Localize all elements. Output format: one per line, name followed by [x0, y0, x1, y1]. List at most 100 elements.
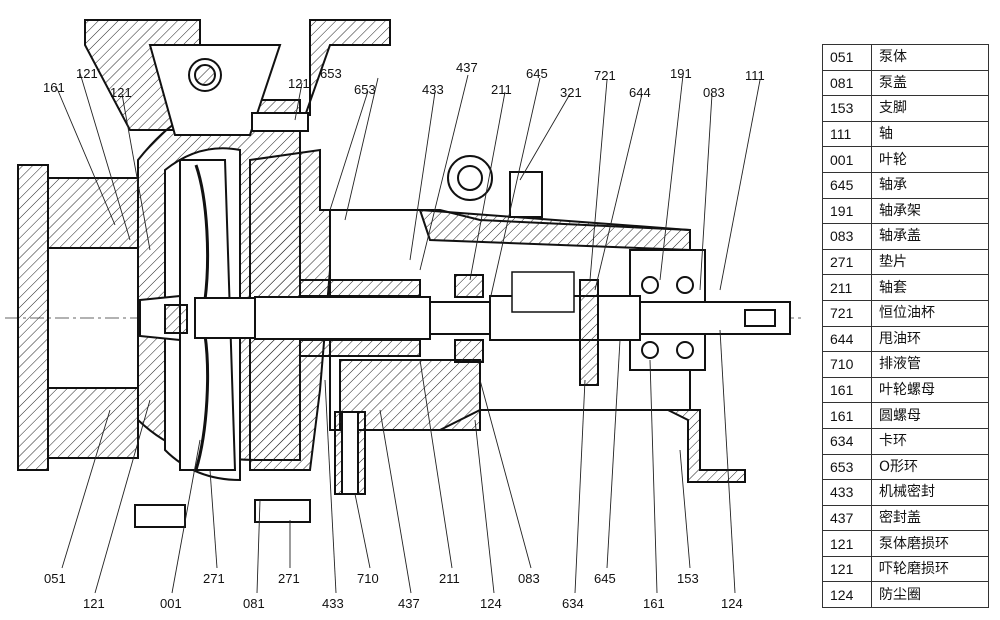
callout-121-top-b: 121	[110, 85, 132, 100]
part-name: 轴承架	[871, 197, 989, 225]
callout-634-bottom: 634	[562, 596, 584, 611]
part-code: 191	[822, 197, 872, 225]
part-code: 634	[822, 427, 872, 455]
callout-083-bottom: 083	[518, 571, 540, 586]
callout-644-top: 644	[629, 85, 651, 100]
callout-124-bottom-b: 124	[721, 596, 743, 611]
callout-051-bottom: 051	[44, 571, 66, 586]
part-code: 121	[822, 530, 872, 557]
part-name: 机械密封	[871, 479, 989, 506]
part-code: 653	[822, 453, 872, 481]
part-code: 721	[822, 299, 872, 327]
callout-153-bottom: 153	[677, 571, 699, 586]
callout-121-top-a: 121	[76, 66, 98, 81]
callout-710-bottom: 710	[357, 571, 379, 586]
callout-437-top: 437	[456, 60, 478, 75]
callout-433-top: 433	[422, 82, 444, 97]
callout-081-bottom: 081	[243, 596, 265, 611]
part-name: 排液管	[871, 351, 989, 378]
part-name: 防尘圈	[871, 581, 989, 609]
part-name: 密封盖	[871, 504, 989, 532]
part-code: 161	[822, 376, 872, 404]
callout-645-bottom: 645	[594, 571, 616, 586]
callout-083-top: 083	[703, 85, 725, 100]
part-name: 吓轮磨损环	[871, 555, 989, 583]
callout-271-bottom-b: 271	[278, 571, 300, 586]
part-name: 泵体	[871, 44, 989, 71]
callout-721-top: 721	[594, 68, 616, 83]
part-code: 083	[822, 223, 872, 250]
part-code: 124	[822, 581, 872, 609]
part-name: 轴	[871, 120, 989, 148]
part-name: 轴套	[871, 274, 989, 301]
callout-121-bottom: 121	[83, 596, 105, 611]
part-name: 泵盖	[871, 69, 989, 97]
shaft-assembly	[194, 271, 791, 386]
callout-121-top-c: 121	[288, 76, 310, 91]
part-code: 161	[822, 402, 872, 429]
callout-433-bottom: 433	[322, 596, 344, 611]
part-code: 644	[822, 325, 872, 353]
part-code: 645	[822, 171, 872, 199]
callout-271-bottom-a: 271	[203, 571, 225, 586]
callout-653-top-b: 653	[354, 82, 376, 97]
part-name: 恒位油杯	[871, 299, 989, 327]
part-code: 111	[822, 120, 872, 148]
part-code: 153	[822, 95, 872, 122]
callout-321-top: 321	[560, 85, 582, 100]
callout-645-top: 645	[526, 66, 548, 81]
part-code: 437	[822, 504, 872, 532]
callout-111-top: 111	[745, 68, 765, 83]
pump-cross-section-drawing: 161 121 121 121 653 653 437 433 211 645 …	[5, 19, 805, 611]
callout-191-top: 191	[670, 66, 692, 81]
part-name: 圆螺母	[871, 402, 989, 429]
part-code: 121	[822, 555, 872, 583]
part-name: 泵体磨损环	[871, 530, 989, 557]
callout-124-bottom-a: 124	[480, 596, 502, 611]
part-name: 垫片	[871, 248, 989, 276]
part-name: O形环	[871, 453, 989, 481]
callout-211-top: 211	[491, 82, 512, 97]
part-name: 卡环	[871, 427, 989, 455]
callout-211-bottom: 211	[439, 571, 460, 586]
part-name: 支脚	[871, 95, 989, 122]
part-code: 081	[822, 69, 872, 97]
part-code: 271	[822, 248, 872, 276]
callout-161-bottom: 161	[643, 596, 665, 611]
callout-001-bottom: 001	[160, 596, 182, 611]
leader-lines	[55, 72, 761, 594]
part-name: 轴承盖	[871, 223, 989, 250]
callout-653-top-a: 653	[320, 66, 342, 81]
part-code: 051	[822, 44, 872, 71]
part-name: 叶轮	[871, 146, 989, 173]
part-name: 叶轮螺母	[871, 376, 989, 404]
callout-161-impeller-nut: 161	[43, 80, 65, 95]
callout-437-bottom: 437	[398, 596, 420, 611]
part-code: 710	[822, 351, 872, 378]
callout-labels: 161 121 121 121 653 653 437 433 211 645 …	[43, 60, 765, 611]
part-code: 433	[822, 479, 872, 506]
